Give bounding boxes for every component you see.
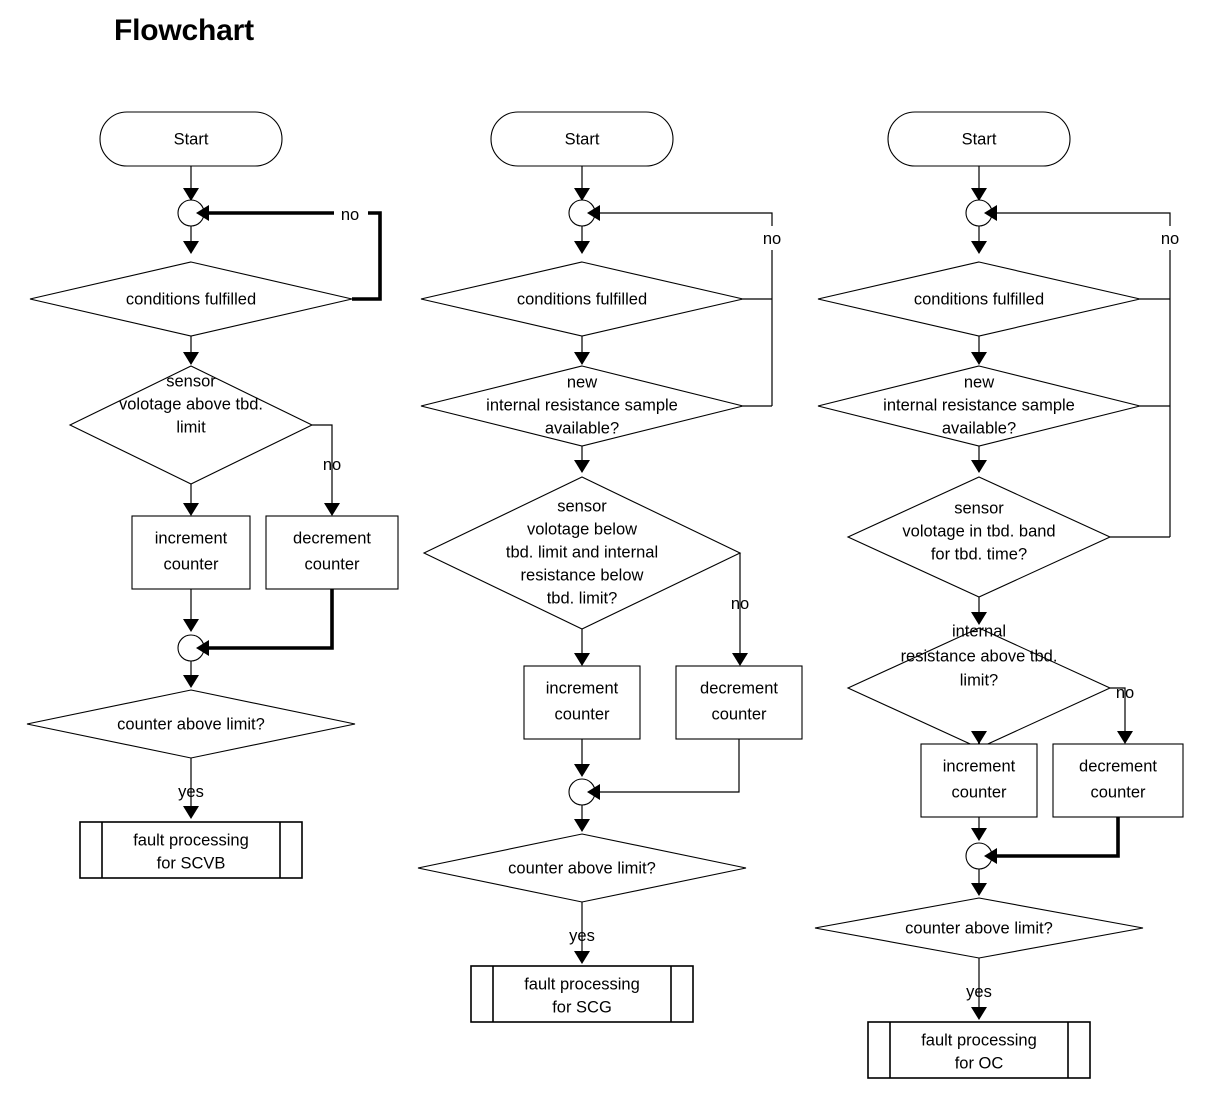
- node-sensor-2-l1: sensor: [557, 497, 607, 515]
- node-limit-2[interactable]: counter above limit?: [417, 833, 747, 903]
- node-dec-1-l1: decrement: [293, 529, 371, 547]
- node-sensor-3[interactable]: sensor volotage in tbd. band for tbd. ti…: [846, 476, 1112, 598]
- node-sensor-3-l2: volotage in tbd. band: [902, 522, 1055, 540]
- node-fault-1[interactable]: fault processing for SCVB: [79, 821, 303, 879]
- node-dec-2-l2: counter: [711, 705, 767, 723]
- edge-label-no-3b: no: [1116, 684, 1134, 702]
- edge-label-yes-3: yes: [966, 983, 992, 1001]
- node-sensor-1-l3: limit: [176, 418, 206, 436]
- node-inc-1-l1: increment: [155, 529, 228, 547]
- node-fault-1-l2: for SCVB: [157, 854, 226, 872]
- node-fault-2[interactable]: fault processing for SCG: [470, 965, 694, 1023]
- node-inc-3-l2: counter: [951, 783, 1007, 801]
- edge-label-no-2b: no: [731, 595, 749, 613]
- node-start-2[interactable]: Start: [490, 111, 674, 167]
- node-dec-1[interactable]: decrement counter: [265, 515, 399, 590]
- node-inc-2-l1: increment: [546, 679, 619, 697]
- node-cond-3[interactable]: conditions fulfilled: [817, 261, 1141, 337]
- node-cond-2[interactable]: conditions fulfilled: [420, 261, 744, 337]
- node-newsample-2-l2: internal resistance sample: [486, 396, 678, 414]
- edge-label-no-1b: no: [323, 456, 341, 474]
- node-start-3-label: Start: [962, 130, 997, 148]
- column-oc: Start conditions fulfilled no: [814, 111, 1188, 1079]
- node-limit-1[interactable]: counter above limit?: [26, 689, 356, 759]
- node-sensor-2-l5: tbd. limit?: [547, 589, 618, 607]
- node-fault-3-l1: fault processing: [921, 1031, 1037, 1049]
- node-fault-2-l2: for SCG: [552, 998, 612, 1016]
- node-newsample-3-l2: internal resistance sample: [883, 396, 1075, 414]
- edge-label-no-1a: no: [341, 206, 359, 224]
- node-sensor-2[interactable]: sensor volotage below tbd. limit and int…: [422, 476, 742, 630]
- node-newsample-2-l1: new: [567, 373, 597, 391]
- node-newsample-3[interactable]: new internal resistance sample available…: [817, 365, 1141, 447]
- node-fault-2-l1: fault processing: [524, 975, 640, 993]
- node-limit-2-label: counter above limit?: [508, 859, 656, 877]
- node-cond-2-label: conditions fulfilled: [517, 290, 647, 308]
- node-limit-3[interactable]: counter above limit?: [814, 897, 1144, 959]
- node-start-1-label: Start: [174, 130, 209, 148]
- node-intres-3[interactable]: internal resistance above tbd. limit?: [846, 622, 1112, 749]
- node-dec-3-l1: decrement: [1079, 757, 1157, 775]
- node-start-3[interactable]: Start: [887, 111, 1071, 167]
- node-dec-3[interactable]: decrement counter: [1052, 743, 1184, 818]
- node-cond-3-label: conditions fulfilled: [914, 290, 1044, 308]
- node-sensor-1[interactable]: sensor volotage above tbd. limit: [68, 365, 314, 485]
- node-intres-3-l1: internal: [952, 622, 1006, 640]
- node-sensor-2-l3: tbd. limit and internal: [506, 543, 658, 561]
- node-start-2-label: Start: [565, 130, 600, 148]
- node-cond-1[interactable]: conditions fulfilled: [29, 261, 353, 337]
- node-newsample-2-l3: available?: [545, 419, 619, 437]
- node-fault-3-l2: for OC: [955, 1054, 1004, 1072]
- edge-label-yes-2: yes: [569, 927, 595, 945]
- node-sensor-2-l4: resistance below: [521, 566, 644, 584]
- node-inc-2[interactable]: increment counter: [523, 665, 641, 740]
- node-sensor-1-l2: volotage above tbd.: [119, 395, 263, 413]
- edge-label-no-3a: no: [1161, 230, 1179, 248]
- node-dec-1-l2: counter: [304, 555, 360, 573]
- node-limit-3-label: counter above limit?: [905, 919, 1053, 937]
- node-newsample-2[interactable]: new internal resistance sample available…: [420, 365, 744, 447]
- node-dec-2[interactable]: decrement counter: [675, 665, 803, 740]
- node-intres-3-l2: resistance above tbd.: [901, 647, 1058, 665]
- node-newsample-3-l1: new: [964, 373, 994, 391]
- node-start-1[interactable]: Start: [99, 111, 283, 167]
- node-inc-3[interactable]: increment counter: [920, 743, 1038, 818]
- node-inc-1-l2: counter: [163, 555, 219, 573]
- node-inc-3-l1: increment: [943, 757, 1016, 775]
- node-fault-1-l1: fault processing: [133, 831, 249, 849]
- edge-label-no-2a: no: [763, 230, 781, 248]
- node-cond-1-label: conditions fulfilled: [126, 290, 256, 308]
- column-scvb: Start conditions fulfilled no: [26, 111, 399, 879]
- node-sensor-1-l1: sensor: [166, 372, 216, 390]
- node-dec-3-l2: counter: [1090, 783, 1146, 801]
- node-limit-1-label: counter above limit?: [117, 715, 265, 733]
- column-scg: Start conditions fulfilled no: [417, 111, 803, 1023]
- node-dec-2-l1: decrement: [700, 679, 778, 697]
- node-inc-1[interactable]: increment counter: [131, 515, 251, 590]
- node-sensor-3-l1: sensor: [954, 499, 1004, 517]
- node-fault-3[interactable]: fault processing for OC: [867, 1021, 1091, 1079]
- node-newsample-3-l3: available?: [942, 419, 1016, 437]
- node-sensor-2-l2: volotage below: [527, 520, 637, 538]
- edge-label-yes-1: yes: [178, 783, 204, 801]
- page-title: Flowchart: [114, 14, 254, 47]
- node-intres-3-l3: limit?: [960, 671, 999, 689]
- node-inc-2-l2: counter: [554, 705, 610, 723]
- node-sensor-3-l3: for tbd. time?: [931, 545, 1027, 563]
